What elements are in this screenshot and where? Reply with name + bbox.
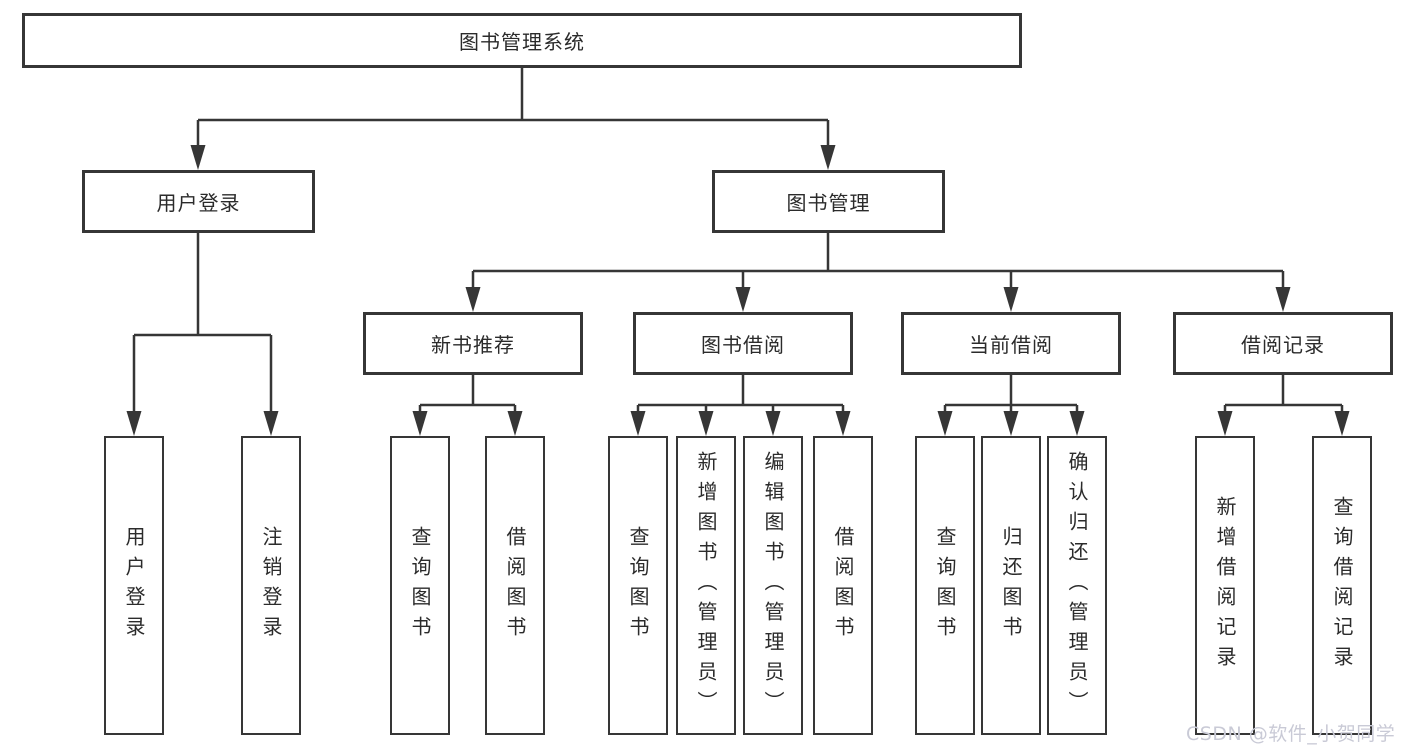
leaf-return-books: 归还图书 [981, 436, 1041, 735]
leaf-borrow-query-books-label: 查询图书 [626, 525, 650, 646]
leaf-newbook-borrow-books-label: 借阅图书 [503, 525, 527, 646]
leaf-borrow-query-books: 查询图书 [608, 436, 668, 735]
leaf-confirm-return-admin: 确认归还（管理员） [1047, 436, 1107, 735]
leaf-newbook-borrow-books: 借阅图书 [485, 436, 545, 735]
node-borrow-records-label: 借阅记录 [1241, 333, 1325, 357]
leaf-logout-login: 注销登录 [241, 436, 301, 735]
node-book-management-label: 图书管理 [786, 191, 871, 215]
node-borrow-records: 借阅记录 [1173, 312, 1393, 375]
leaf-logout-login-label: 注销登录 [259, 525, 283, 646]
node-user-login-label: 用户登录 [156, 191, 241, 215]
leaf-confirm-return-admin-label: 确认归还（管理员） [1065, 450, 1089, 721]
leaf-add-borrow-record-label: 新增借阅记录 [1213, 495, 1237, 676]
leaf-add-borrow-record: 新增借阅记录 [1195, 436, 1255, 735]
node-current-borrow-label: 当前借阅 [969, 333, 1053, 357]
node-user-login: 用户登录 [82, 170, 315, 233]
leaf-user-login-label: 用户登录 [122, 525, 146, 646]
leaf-add-book-admin: 新增图书（管理员） [676, 436, 736, 735]
leaf-borrow-books-label: 借阅图书 [831, 525, 855, 646]
leaf-query-borrow-record: 查询借阅记录 [1312, 436, 1372, 735]
leaf-current-query-books-label: 查询图书 [933, 525, 957, 646]
leaf-newbook-query-books: 查询图书 [390, 436, 450, 735]
node-new-book-recommend-label: 新书推荐 [431, 333, 515, 357]
node-library-system: 图书管理系统 [22, 13, 1022, 68]
node-book-borrow: 图书借阅 [633, 312, 853, 375]
leaf-return-books-label: 归还图书 [999, 525, 1023, 646]
leaf-newbook-query-books-label: 查询图书 [408, 525, 432, 646]
watermark: CSDN @软件_小贺同学 [1186, 723, 1396, 745]
node-book-borrow-label: 图书借阅 [701, 333, 785, 357]
leaf-current-query-books: 查询图书 [915, 436, 975, 735]
leaf-query-borrow-record-label: 查询借阅记录 [1330, 495, 1354, 676]
leaf-edit-book-admin-label: 编辑图书（管理员） [761, 450, 785, 721]
leaf-user-login: 用户登录 [104, 436, 164, 735]
node-current-borrow: 当前借阅 [901, 312, 1121, 375]
node-new-book-recommend: 新书推荐 [363, 312, 583, 375]
node-book-management: 图书管理 [712, 170, 945, 233]
leaf-edit-book-admin: 编辑图书（管理员） [743, 436, 803, 735]
node-library-system-label: 图书管理系统 [459, 30, 585, 54]
leaf-add-book-admin-label: 新增图书（管理员） [694, 450, 718, 721]
leaf-borrow-books: 借阅图书 [813, 436, 873, 735]
